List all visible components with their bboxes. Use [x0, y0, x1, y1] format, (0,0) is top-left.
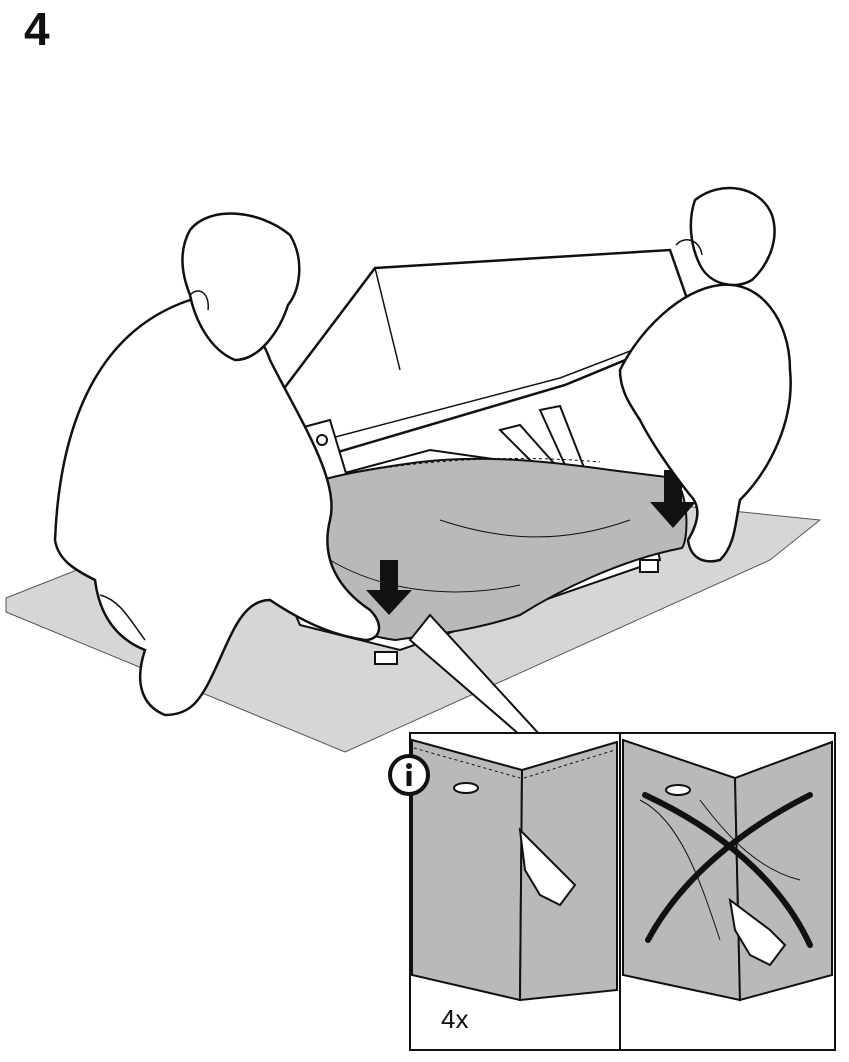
pull-down-arrows [366, 470, 696, 615]
incorrect-cross [642, 792, 813, 948]
info-icon [388, 754, 430, 796]
fabric-smoothed-correct [411, 738, 618, 1002]
step-number: 4 [24, 3, 50, 55]
fabric-wrinkled-incorrect [622, 738, 833, 1002]
person-right [618, 186, 792, 563]
inset-count-label: 4x [441, 1004, 469, 1034]
person-left [53, 212, 381, 717]
